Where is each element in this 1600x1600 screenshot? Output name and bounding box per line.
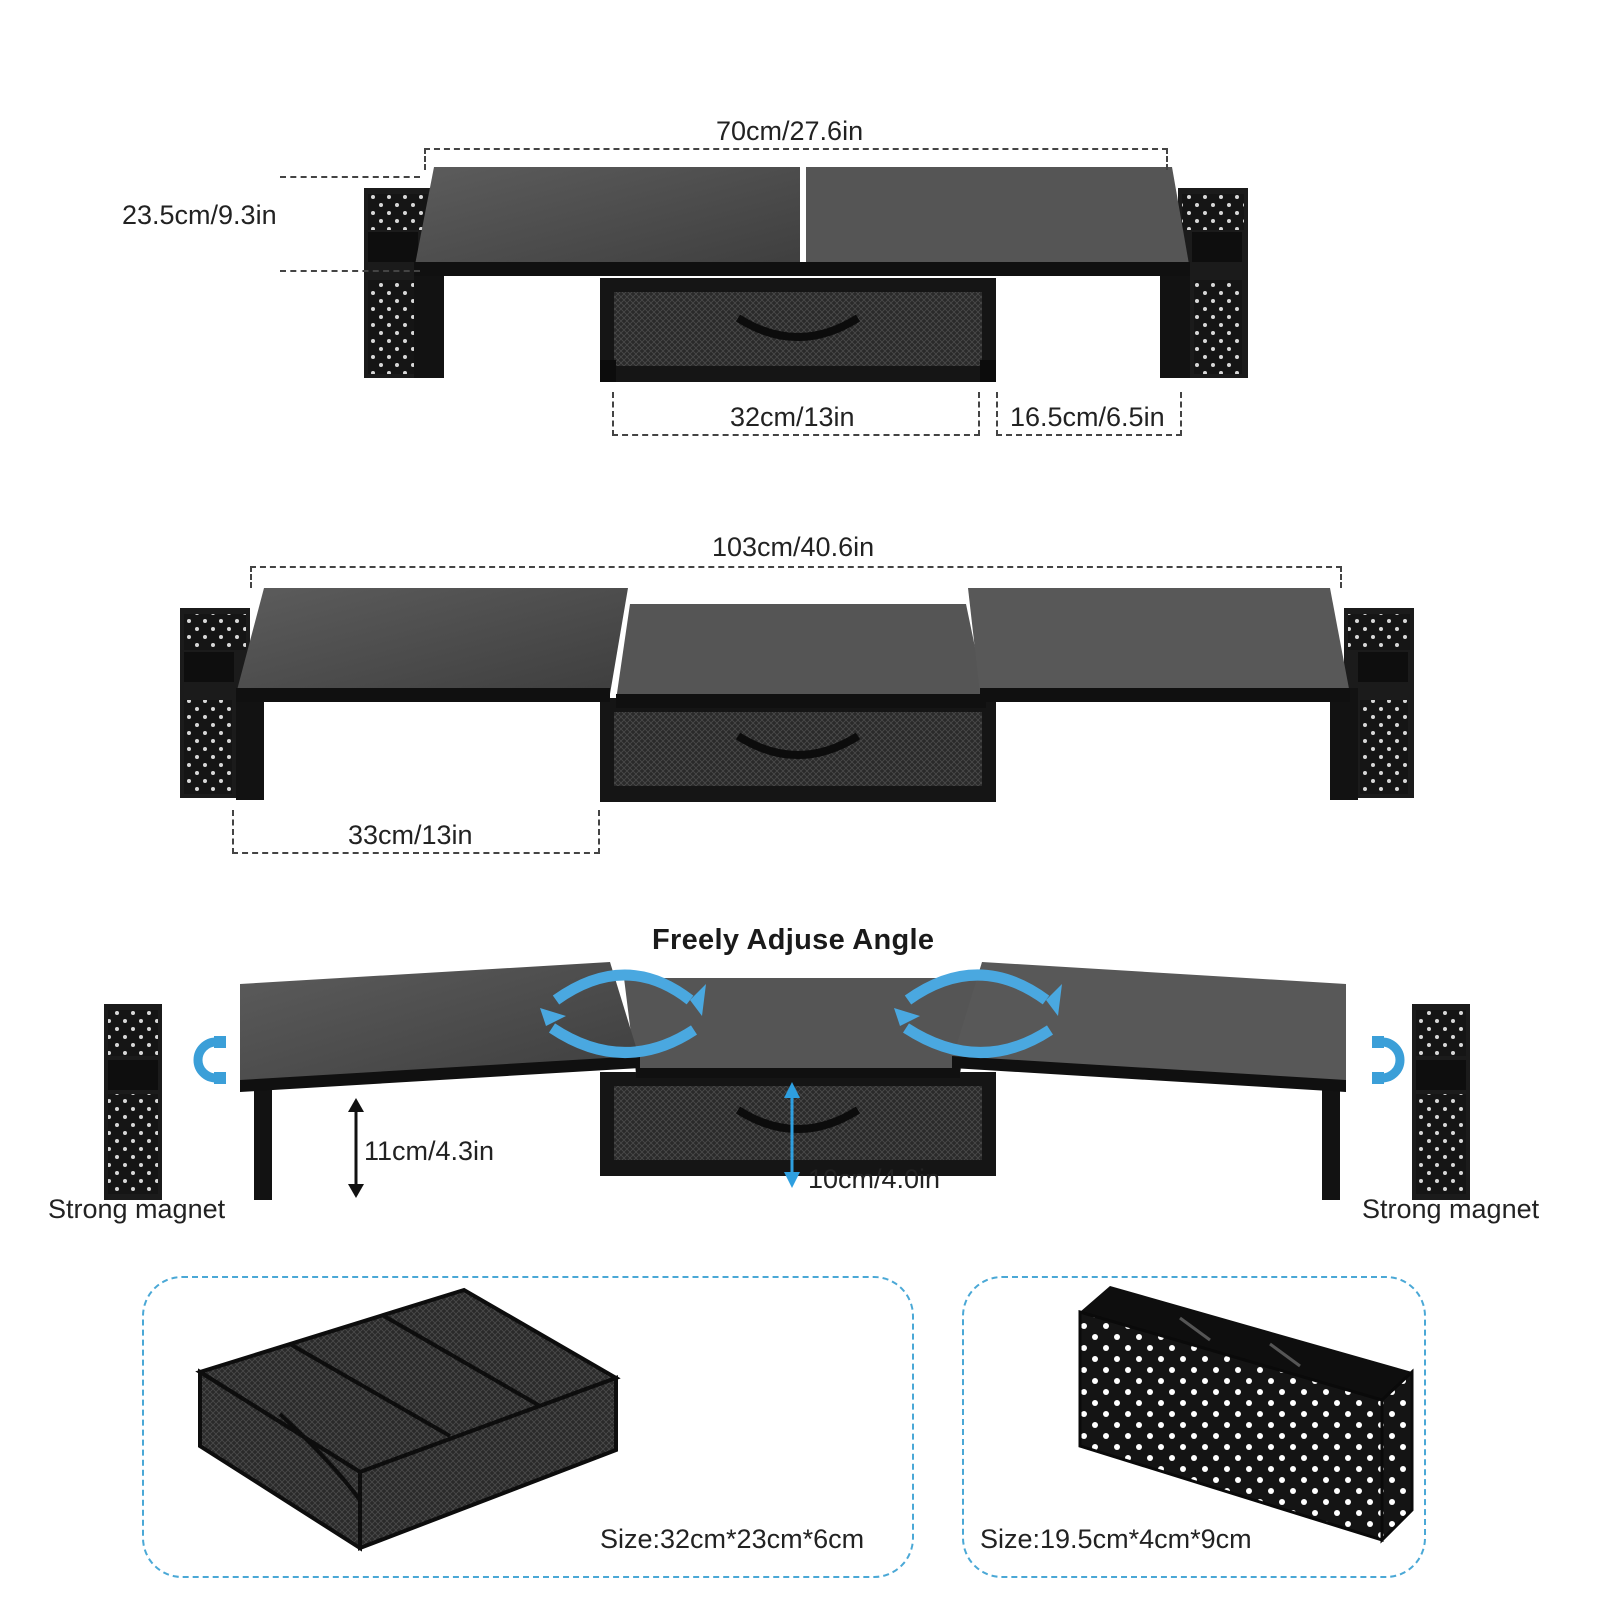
width-label-extended: 103cm/40.6in — [712, 532, 875, 562]
wing-height-label: 11cm/4.3in — [364, 1136, 495, 1166]
holder-size-panel — [962, 1276, 1426, 1578]
height-arrow-center — [784, 1082, 800, 1188]
height-arrow-wing — [348, 1098, 364, 1198]
dimension-guide-depth — [280, 176, 420, 272]
dimension-guide-16cm — [996, 392, 1182, 436]
dimension-guide-32cm — [612, 392, 980, 436]
magnet-label-left: Strong magnet — [48, 1194, 226, 1224]
center-height-label: 10cm/4.0in — [808, 1164, 941, 1194]
pen-holder-detached-left — [104, 1004, 162, 1200]
mesh-drawer-tray — [195, 1287, 621, 1552]
holder-size-label: Size:19.5cm*4cm*9cm — [980, 1524, 1252, 1554]
dimension-guide-70cm — [424, 148, 1168, 170]
drawer-size-label: Size:32cm*23cm*6cm — [600, 1524, 865, 1554]
magnet-icon-left — [193, 1036, 226, 1084]
rotate-arrow-left — [548, 969, 698, 1058]
drawer-2 — [600, 698, 996, 802]
drawer-3 — [600, 1072, 996, 1176]
dimension-guide-103cm — [250, 566, 1342, 588]
rotate-arrow-right — [903, 969, 1054, 1058]
magnet-icon-right — [1372, 1036, 1405, 1084]
pen-holder-detached-right — [1412, 1004, 1470, 1200]
pen-organizer — [1078, 1286, 1414, 1544]
stand-compact — [364, 167, 1248, 382]
drawer-width-label: 32cm/13in — [730, 402, 855, 432]
depth-label: 23.5cm/9.3in — [122, 200, 277, 230]
drawer-1 — [600, 278, 996, 382]
dimension-guide-33cm — [232, 810, 600, 854]
magnet-label-right: Strong magnet — [1362, 1194, 1540, 1224]
drawer-size-panel — [142, 1276, 914, 1578]
wing-width-label: 33cm/13in — [348, 820, 473, 850]
gap-width-label: 16.5cm/6.5in — [1010, 402, 1165, 432]
width-label-compact: 70cm/27.6in — [716, 116, 864, 146]
stand-angled — [104, 962, 1470, 1200]
stand-extended — [180, 588, 1414, 802]
section-title-angle: Freely Adjuse Angle — [652, 924, 935, 956]
